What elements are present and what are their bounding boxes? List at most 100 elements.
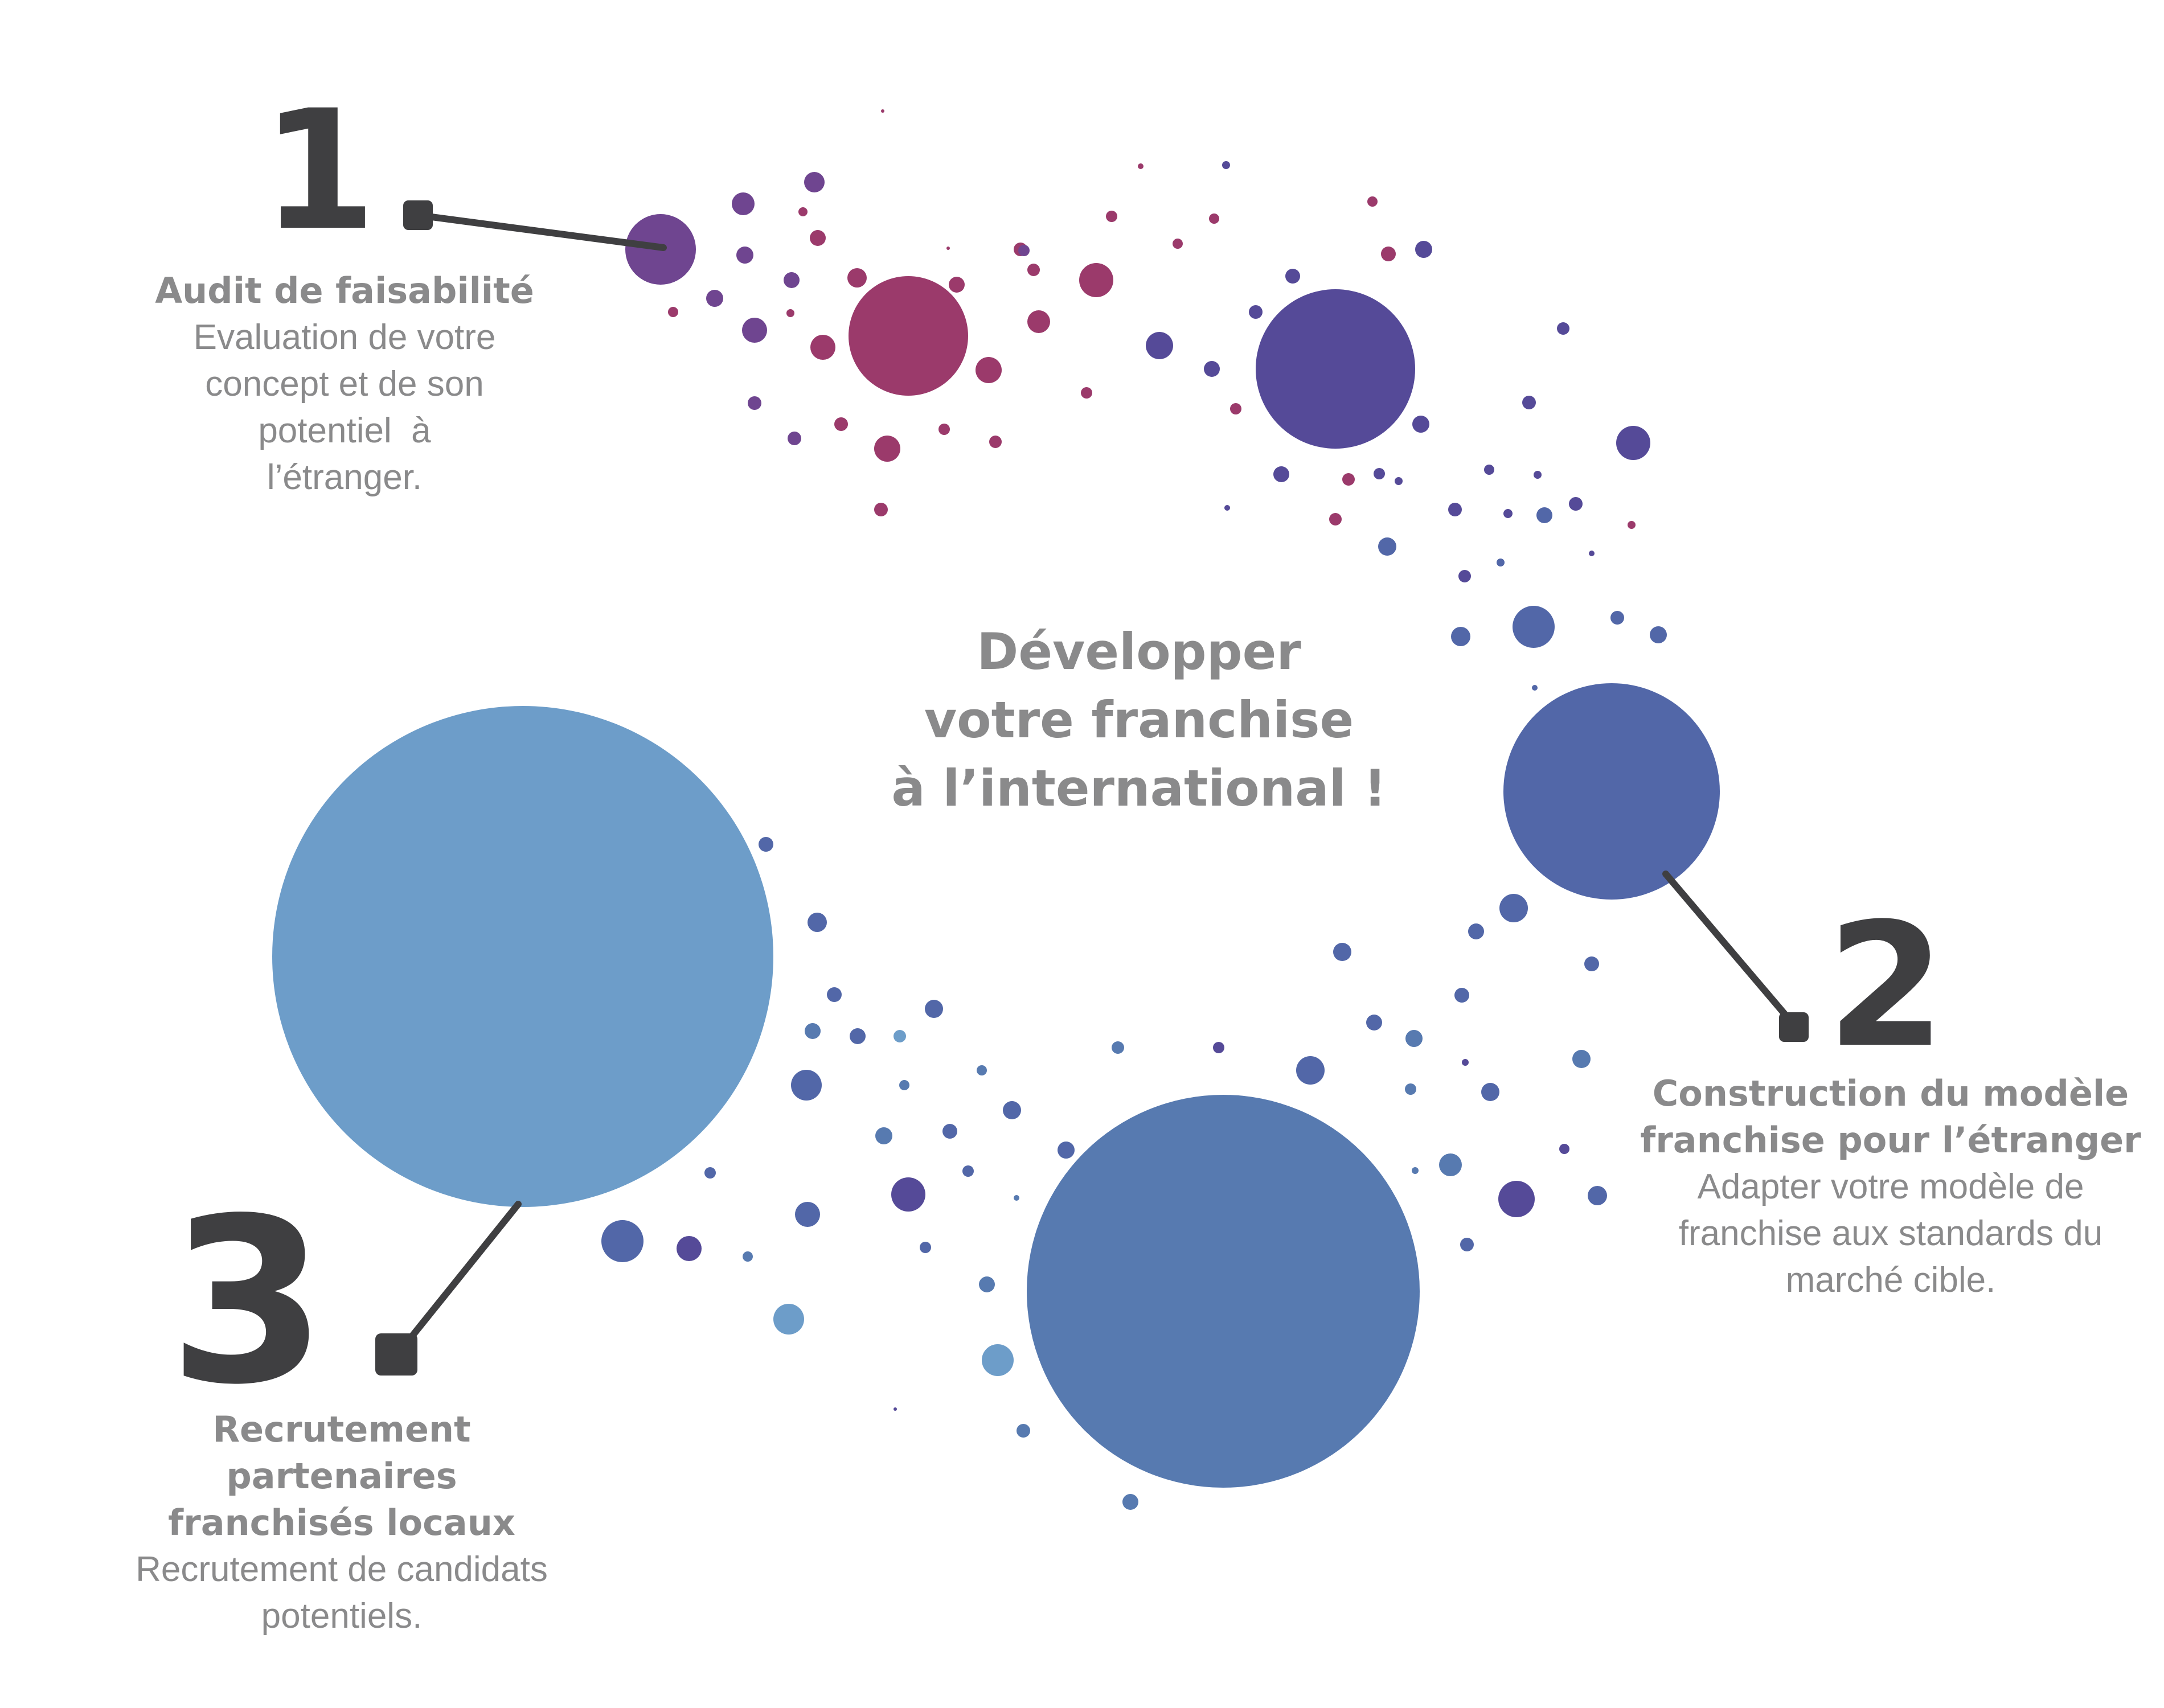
bubble-118 bbox=[773, 1304, 804, 1335]
step-3-desc-line-1: Recrutement de candidats bbox=[136, 1550, 548, 1589]
bubble-114 bbox=[677, 1236, 702, 1261]
step-number-3: 3 bbox=[169, 1170, 327, 1435]
bubble-110 bbox=[891, 1177, 925, 1212]
bubble-53 bbox=[1224, 505, 1230, 511]
bubble-9 bbox=[798, 207, 808, 216]
connector-line-2 bbox=[1662, 871, 1797, 1028]
bubble-47 bbox=[1412, 416, 1429, 433]
bubble-79 bbox=[1366, 1015, 1382, 1030]
bubble-109 bbox=[704, 1167, 716, 1179]
bubble-83 bbox=[1213, 1042, 1224, 1053]
bubble-72 bbox=[1451, 627, 1470, 646]
bubble-16 bbox=[742, 318, 767, 343]
bubble-cluster bbox=[272, 109, 1720, 1510]
step-2-desc-line-2: franchise aux standards du bbox=[1678, 1214, 2103, 1253]
bubble-116 bbox=[920, 1242, 931, 1253]
bubble-89 bbox=[1559, 1144, 1569, 1154]
bubble-57 bbox=[1616, 426, 1650, 460]
center-title-line-1: Développer bbox=[977, 622, 1301, 681]
connector-line-3 bbox=[398, 1201, 522, 1353]
bubble-25 bbox=[1027, 310, 1050, 333]
bubble-113 bbox=[601, 1220, 644, 1262]
bubble-45 bbox=[1381, 247, 1396, 261]
bubble-33 bbox=[989, 436, 1002, 448]
bubble-103 bbox=[1003, 1101, 1021, 1119]
bubble-64 bbox=[1628, 521, 1636, 529]
bubble-121 bbox=[1017, 1424, 1030, 1438]
bubble-100 bbox=[977, 1065, 987, 1075]
bubble-78 bbox=[1454, 988, 1469, 1003]
bubble-41 bbox=[1204, 361, 1220, 377]
bubble-90 bbox=[1498, 1181, 1535, 1217]
step-2-title-line-1: Construction du modèle bbox=[1652, 1073, 2129, 1114]
step-3-title-line-2: franchisés locaux bbox=[168, 1502, 515, 1543]
bubble-92 bbox=[1460, 1238, 1474, 1251]
bubble-46 bbox=[1415, 241, 1432, 258]
step-2-desc-line-3: marché cible. bbox=[1785, 1261, 1996, 1300]
bubble-39 bbox=[1081, 387, 1092, 399]
bubble-21 bbox=[1027, 264, 1040, 276]
bubble-5 bbox=[1027, 1095, 1420, 1488]
bubble-82 bbox=[1296, 1056, 1325, 1085]
bubble-52 bbox=[1395, 477, 1403, 485]
step-3-text: Recrutement partenaires franchisés locau… bbox=[91, 1406, 592, 1640]
bubble-61 bbox=[1503, 509, 1513, 518]
connector-marker-2 bbox=[1779, 1012, 1809, 1042]
bubble-85 bbox=[1481, 1083, 1499, 1101]
bubble-38 bbox=[1222, 161, 1230, 169]
bubble-27 bbox=[810, 335, 835, 360]
bubble-49 bbox=[1273, 466, 1289, 482]
bubble-75 bbox=[1468, 923, 1484, 939]
bubble-7 bbox=[732, 192, 755, 215]
bubble-96 bbox=[805, 1023, 821, 1039]
bubble-58 bbox=[1484, 465, 1494, 475]
bubble-51 bbox=[1374, 468, 1385, 479]
bubble-48 bbox=[1230, 403, 1241, 414]
bubble-37 bbox=[1173, 239, 1183, 249]
bubble-4 bbox=[272, 706, 773, 1207]
bubble-95 bbox=[827, 987, 842, 1002]
bubble-97 bbox=[850, 1028, 866, 1044]
bubble-111 bbox=[795, 1202, 820, 1227]
bubble-6 bbox=[881, 109, 884, 113]
bubble-14 bbox=[786, 309, 794, 317]
bubble-93 bbox=[759, 837, 773, 852]
bubble-99 bbox=[925, 1000, 943, 1018]
bubble-98 bbox=[894, 1030, 906, 1042]
step-3-desc-line-2: potentiels. bbox=[261, 1596, 423, 1636]
step-1-desc-line-1: Evaluation de votre bbox=[193, 318, 496, 357]
bubble-29 bbox=[788, 432, 801, 445]
bubble-104 bbox=[1112, 1041, 1124, 1054]
step-2-text: Construction du modèle franchise pour l’… bbox=[1629, 1070, 2153, 1304]
bubble-18 bbox=[949, 277, 965, 293]
bubble-34 bbox=[874, 503, 888, 516]
bubble-80 bbox=[1405, 1030, 1423, 1047]
bubble-71 bbox=[1650, 626, 1667, 643]
bubble-101 bbox=[899, 1080, 909, 1090]
bubble-120 bbox=[894, 1407, 897, 1411]
bubble-24 bbox=[1106, 211, 1117, 222]
bubble-22 bbox=[1079, 263, 1113, 297]
bubble-122 bbox=[1122, 1494, 1138, 1510]
bubble-32 bbox=[938, 424, 950, 435]
bubble-73 bbox=[1532, 685, 1538, 691]
step-1-title: Audit de faisabilité bbox=[155, 270, 534, 311]
bubble-8 bbox=[804, 172, 825, 192]
step-3-title-line-1: Recrutement partenaires bbox=[212, 1409, 471, 1497]
bubble-12 bbox=[784, 272, 800, 288]
connector-marker-1 bbox=[403, 200, 433, 230]
bubble-86 bbox=[1572, 1050, 1591, 1068]
step-1-text: Audit de faisabilité Evaluation de votre… bbox=[137, 268, 552, 501]
bubble-107 bbox=[962, 1165, 974, 1177]
center-title: Développer votre franchise à l’internati… bbox=[826, 618, 1452, 823]
bubble-62 bbox=[1536, 507, 1552, 523]
bubble-19 bbox=[946, 247, 950, 250]
bubble-15 bbox=[668, 307, 678, 317]
step-1-desc-line-2: concept et de son bbox=[205, 364, 484, 404]
bubble-2 bbox=[1256, 289, 1415, 449]
bubble-13 bbox=[706, 290, 723, 307]
bubble-70 bbox=[1610, 611, 1624, 625]
step-number-2: 2 bbox=[1827, 886, 1946, 1085]
bubble-10 bbox=[810, 230, 826, 246]
bubble-3 bbox=[1503, 683, 1720, 900]
